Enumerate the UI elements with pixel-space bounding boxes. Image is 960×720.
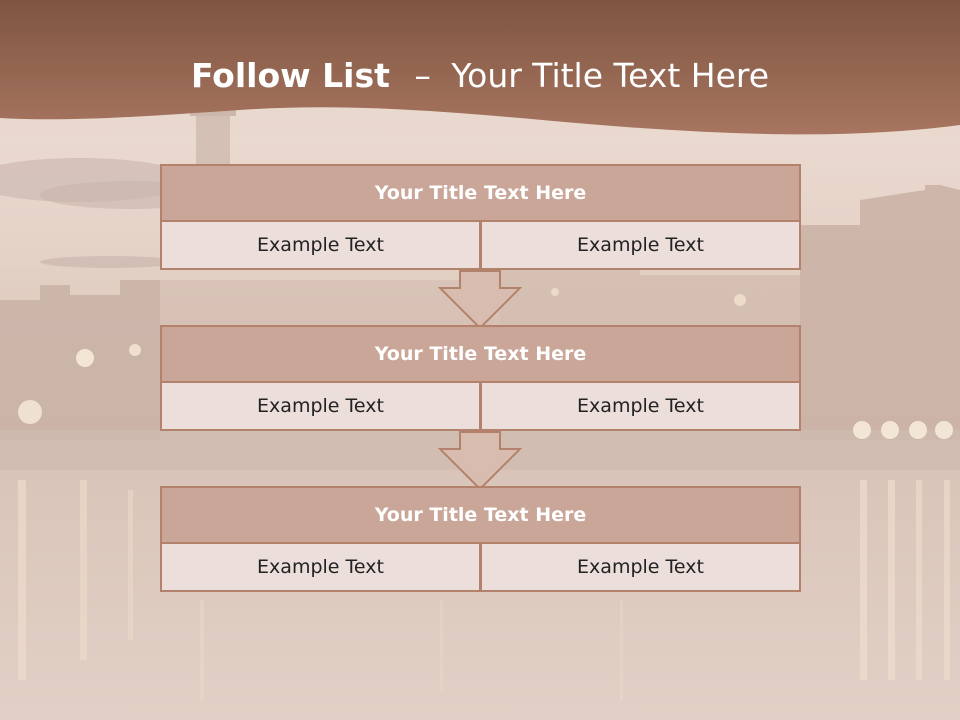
block-title: Your Title Text Here — [160, 486, 801, 544]
header-band — [0, 0, 960, 135]
list-block: Your Title Text Here Example Text Exampl… — [160, 164, 801, 270]
block-row: Example Text Example Text — [160, 542, 801, 592]
slide-title-separator: – — [414, 56, 431, 95]
down-arrow-icon — [438, 431, 522, 491]
block-cell-left: Example Text — [160, 381, 481, 431]
down-arrow-icon — [438, 270, 522, 330]
slide-title: Follow List – Your Title Text Here — [0, 52, 960, 100]
block-cell-right: Example Text — [480, 381, 801, 431]
slide-title-rest: Your Title Text Here — [451, 56, 770, 95]
block-cell-right: Example Text — [480, 542, 801, 592]
block-cell-left: Example Text — [160, 542, 481, 592]
block-title: Your Title Text Here — [160, 164, 801, 222]
block-row: Example Text Example Text — [160, 381, 801, 431]
block-title: Your Title Text Here — [160, 325, 801, 383]
block-row: Example Text Example Text — [160, 220, 801, 270]
follow-list: Your Title Text Here Example Text Exampl… — [160, 164, 801, 594]
block-cell-left: Example Text — [160, 220, 481, 270]
list-block: Your Title Text Here Example Text Exampl… — [160, 486, 801, 592]
list-block: Your Title Text Here Example Text Exampl… — [160, 325, 801, 431]
slide-title-strong: Follow List — [190, 56, 390, 95]
block-cell-right: Example Text — [480, 220, 801, 270]
